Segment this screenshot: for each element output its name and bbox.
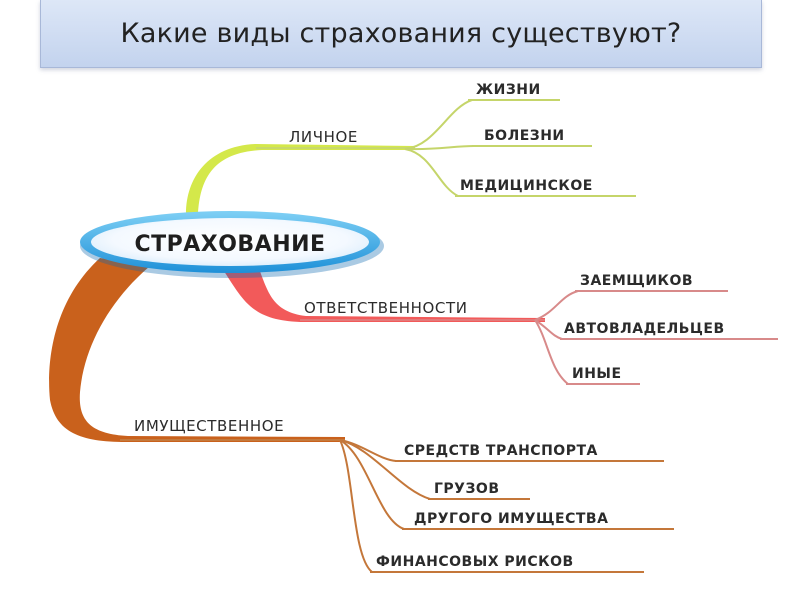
personal-leaves: ЖИЗНИ БОЛЕЗНИ МЕДИЦИНСКОЕ: [404, 82, 636, 197]
property-leaf-connector-4: [339, 439, 373, 573]
liability-leaf-car-owners: АВТОВЛАДЕЛЬЦЕВ: [564, 321, 725, 337]
central-node-label: СТРАХОВАНИЕ: [134, 232, 325, 257]
page-title: Какие виды страхования существуют?: [120, 18, 682, 49]
branch-personal-connector: [186, 144, 415, 214]
liability-leaf-others: ИНЫЕ: [572, 366, 622, 382]
personal-leaf-connector-2: [404, 145, 475, 151]
personal-leaf-illness: БОЛЕЗНИ: [484, 128, 565, 144]
property-leaf-other-property: ДРУГОГО ИМУЩЕСТВА: [414, 511, 608, 527]
liability-leaf-connector-2: [534, 319, 563, 340]
personal-leaf-connector-1: [404, 99, 473, 150]
property-leaf-cargo: ГРУЗОВ: [434, 481, 500, 497]
property-leaf-connector-3: [339, 439, 405, 530]
personal-leaf-medical: МЕДИЦИНСКОЕ: [460, 178, 593, 194]
branch-property: ИМУЩЕСТВЕННОЕ СРЕДСТВ ТРАНСПОРТА ГРУЗОВ …: [49, 258, 674, 573]
central-node: СТРАХОВАНИЕ: [80, 211, 384, 278]
property-leaf-financial-risks: ФИНАНСОВЫХ РИСКОВ: [376, 554, 574, 570]
branch-property-label: ИМУЩЕСТВЕННОЕ: [134, 417, 284, 435]
property-leaf-connector-2: [339, 439, 431, 500]
property-leaf-vehicles: СРЕДСТВ ТРАНСПОРТА: [404, 443, 598, 459]
personal-leaf-connector-3: [404, 148, 459, 197]
branch-liability: ОТВЕТСТВЕННОСТИ ЗАЕМЩИКОВ АВТОВЛАДЕЛЬЦЕВ…: [222, 266, 778, 385]
branch-liability-label: ОТВЕТСТВЕННОСТИ: [304, 299, 468, 317]
title-banner: Какие виды страхования существуют?: [40, 0, 762, 68]
central-node-oval: [91, 218, 369, 266]
liability-leaves: ЗАЕМЩИКОВ АВТОВЛАДЕЛЬЦЕВ ИНЫЕ: [534, 273, 778, 385]
branch-personal: ЛИЧНОЕ ЖИЗНИ БОЛЕЗНИ МЕДИЦИНСКОЕ: [186, 82, 636, 214]
property-leaves: СРЕДСТВ ТРАНСПОРТА ГРУЗОВ ДРУГОГО ИМУЩЕС…: [339, 439, 674, 573]
branch-property-connector: [49, 258, 345, 442]
liability-leaf-borrowers: ЗАЕМЩИКОВ: [580, 273, 693, 289]
branch-personal-label: ЛИЧНОЕ: [289, 128, 358, 146]
liability-leaf-connector-1: [534, 290, 579, 321]
liability-leaf-connector-3: [534, 319, 569, 385]
personal-leaf-life: ЖИЗНИ: [476, 82, 541, 98]
